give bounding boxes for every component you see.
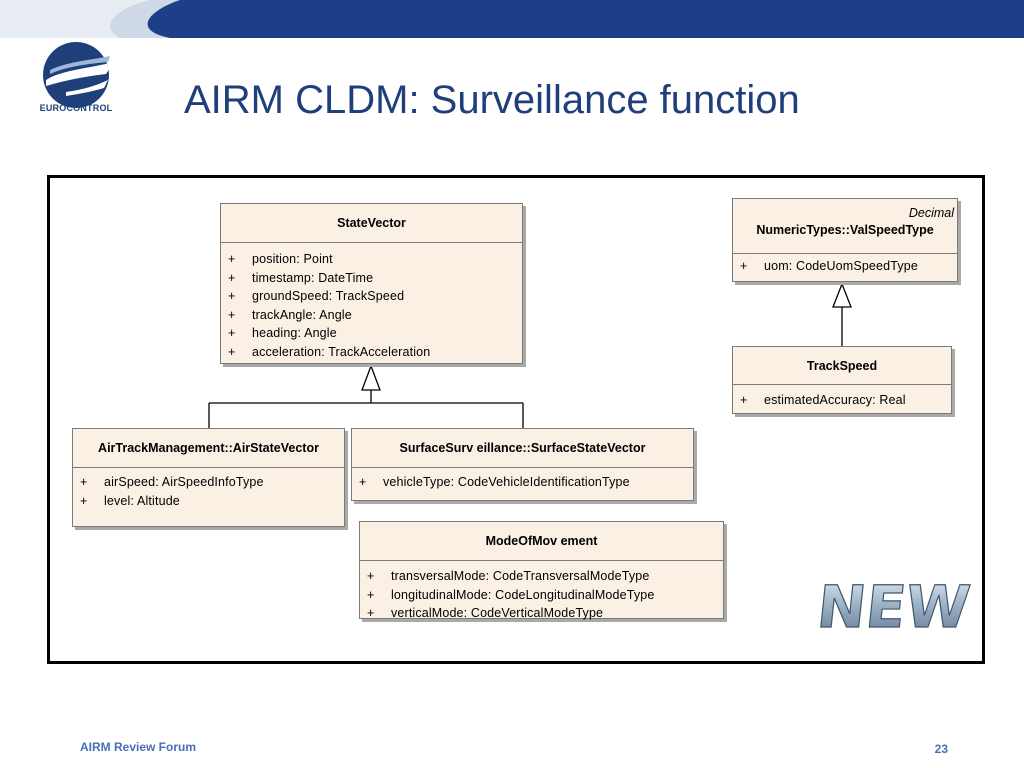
class-track-speed[interactable]: TrackSpeed +estimatedAccuracy: Real	[732, 346, 952, 414]
attribute-item: +uom: CodeUomSpeedType	[740, 259, 918, 273]
attribute-item: +longitudinalMode: CodeLongitudinalModeT…	[367, 587, 655, 602]
logo-text: EUROCONTROL	[39, 103, 113, 113]
attribute-list: +uom: CodeUomSpeedType	[733, 254, 957, 276]
class-mode-of-movement[interactable]: ModeOfMov ement +transversalMode: CodeTr…	[359, 521, 724, 620]
attribute-list: +airSpeed: AirSpeedInfoType +level: Alti…	[73, 468, 344, 510]
attribute-list: +estimatedAccuracy: Real	[733, 385, 951, 410]
attribute-list: +vehicleType: CodeVehicleIdentificationT…	[352, 468, 693, 492]
class-surface-state-vector[interactable]: SurfaceSurv eillance::SurfaceStateVector…	[351, 428, 694, 501]
class-name: TrackSpeed	[733, 347, 951, 385]
eurocontrol-logo	[43, 42, 114, 108]
class-name: NumericTypes::ValSpeedType	[756, 223, 934, 237]
attribute-item: +groundSpeed: TrackSpeed	[228, 289, 405, 304]
class-air-state-vector[interactable]: AirTrackManagement::AirStateVector +airS…	[72, 428, 345, 527]
page-number: 23	[934, 742, 948, 756]
new-stamp-text: NEW	[817, 575, 973, 635]
class-stereotype: Decimal	[908, 206, 954, 220]
attribute-item: +position: Point	[228, 252, 333, 266]
class-state-vector[interactable]: StateVector +position: Point +timestamp:…	[220, 203, 523, 364]
attribute-item: +trackAngle: Angle	[228, 307, 352, 322]
attribute-item: +heading: Angle	[228, 326, 337, 341]
attribute-item: +airSpeed: AirSpeedInfoType	[80, 475, 264, 489]
attribute-item: +level: Altitude	[80, 493, 180, 508]
attribute-item: +vehicleType: CodeVehicleIdentificationT…	[359, 475, 630, 489]
page-title: AIRM CLDM: Surveillance function	[184, 78, 800, 122]
new-stamp: NEW	[817, 575, 974, 635]
class-header: Decimal NumericTypes::ValSpeedType	[733, 199, 957, 254]
attribute-list: +transversalMode: CodeTransversalModeTyp…	[360, 561, 723, 623]
attribute-item: +estimatedAccuracy: Real	[740, 393, 906, 407]
attribute-item: +transversalMode: CodeTransversalModeTyp…	[367, 569, 650, 583]
class-name: StateVector	[221, 204, 522, 243]
class-val-speed-type[interactable]: Decimal NumericTypes::ValSpeedType +uom:…	[732, 198, 958, 282]
attribute-item: +acceleration: TrackAcceleration	[228, 344, 431, 359]
attribute-item: +timestamp: DateTime	[228, 270, 374, 285]
class-name: AirTrackManagement::AirStateVector	[73, 429, 344, 468]
footer-title: AIRM Review Forum	[80, 740, 197, 754]
class-name: ModeOfMov ement	[360, 522, 723, 561]
attribute-list: +position: Point +timestamp: DateTime +g…	[221, 243, 522, 362]
attribute-item: +verticalMode: CodeVerticalModeType	[367, 606, 604, 621]
top-banner	[0, 0, 1024, 38]
class-name: SurfaceSurv eillance::SurfaceStateVector	[352, 429, 693, 468]
